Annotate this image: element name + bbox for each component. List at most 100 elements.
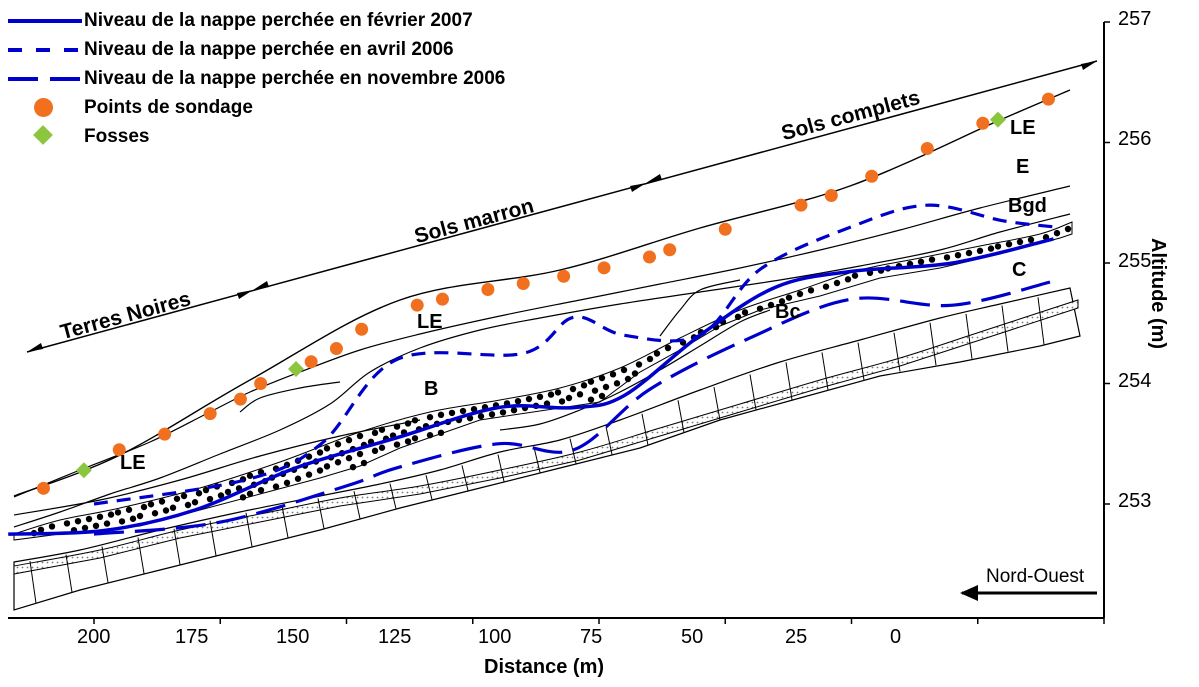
sample-markers [37,92,1055,495]
bt-dot [426,413,434,421]
bt-dot [565,394,573,402]
bt-dot [822,283,830,290]
x-tick-label: 150 [276,626,310,648]
zone-tick-2a [630,183,646,192]
bt-dot [807,287,815,294]
bt-dot [118,518,126,525]
bt-dot [202,486,210,494]
sondage-point [718,222,732,236]
bt-dot [778,298,786,305]
hatch-line [281,505,289,538]
bt-dot [598,392,606,400]
bt-dot [928,256,936,263]
bt-dot [580,382,588,389]
long-dash-line-icon [6,64,84,93]
hatch-line [209,520,217,556]
bt-dot [734,313,742,320]
sondage-point [355,322,369,336]
bt-dot [437,411,445,418]
bedrock-hatching [29,297,1045,604]
bt-dot [404,438,412,445]
bt-dot [371,447,379,455]
legend-label: Fosses [84,125,150,147]
bt-dot [510,407,518,414]
bt-dot [404,420,412,427]
bt-dot [591,387,599,394]
bt-dot [613,380,621,387]
sondage-point [976,116,990,130]
water-table-line [93,203,1054,506]
bt-dot [356,432,364,440]
sondage-point [481,283,495,297]
hatch-line [821,352,829,391]
bt-dot [393,441,401,448]
horizon-label-c: C [1012,259,1027,281]
bt-dot [74,518,82,525]
bt-dot [184,501,192,509]
sondage-point [233,392,247,406]
horizon-boundary-line [239,381,341,413]
bt-dot [756,305,764,312]
y-tick-label: 256 [1118,128,1152,150]
zone-tick-1b [253,281,269,290]
horizon-label-le-mid: LE [417,311,443,333]
zone-arrow-head-left [27,343,43,352]
bt-dot [602,383,610,391]
bt-dot [151,510,159,517]
axes [8,21,1110,624]
bt-dots [30,225,1072,537]
bt-dot [1053,229,1061,237]
horizon-label-e: E [1016,156,1030,178]
y-tick-label: 257 [1118,8,1152,30]
bt-dot [305,471,313,478]
legend: Niveau de la nappe perchée en février 20… [6,6,505,151]
horizon-boundaries [13,89,1071,528]
bt-dot [114,509,122,516]
bt-dot [283,479,291,487]
bt-dot [239,494,247,501]
hatch-line [1001,305,1009,352]
bt-dot [917,258,925,265]
hatch-line [353,491,361,519]
bt-dot [1027,236,1035,243]
hatch-line [677,400,685,433]
water-table-lines [8,203,1054,536]
bt-dot [85,515,93,523]
zone-arrows [26,60,1098,601]
bt-dot [587,396,595,403]
short-dash-line-icon [6,35,84,64]
bt-dot [96,513,104,520]
legend-item-fosses: Fosses [6,122,505,151]
sondage-point [516,276,530,290]
bt-dot [316,467,324,474]
bt-dot [334,459,342,466]
bt-dot [206,495,214,503]
bt-dot [272,483,280,490]
bt-dot [162,507,170,514]
sondage-point [329,342,343,356]
hatch-line [641,413,649,446]
bt-dot [180,492,188,500]
bt-dot [173,495,181,502]
horizon-boundary-line [499,309,771,431]
hatch-line [29,561,37,604]
ground-surface-line [13,89,1071,497]
bt-dot [609,371,617,378]
bt-dot [624,375,632,383]
bt-dot [477,413,485,420]
sondage-point [663,243,677,257]
bt-dot [37,526,45,533]
bt-dot [92,522,100,529]
sondage-point [37,481,50,495]
bt-dot [851,272,859,279]
hatch-line [245,512,253,547]
bt-dot [107,511,115,518]
legend-item-sondage: Points de sondage [6,93,505,122]
bt-dot [653,350,661,357]
bt-dot [217,492,225,499]
bt-dot [844,276,852,283]
zone-arrow-line [26,60,1098,353]
sondage-point [597,261,611,275]
green-diamond-icon [6,122,84,151]
orange-dot-icon [6,93,84,122]
